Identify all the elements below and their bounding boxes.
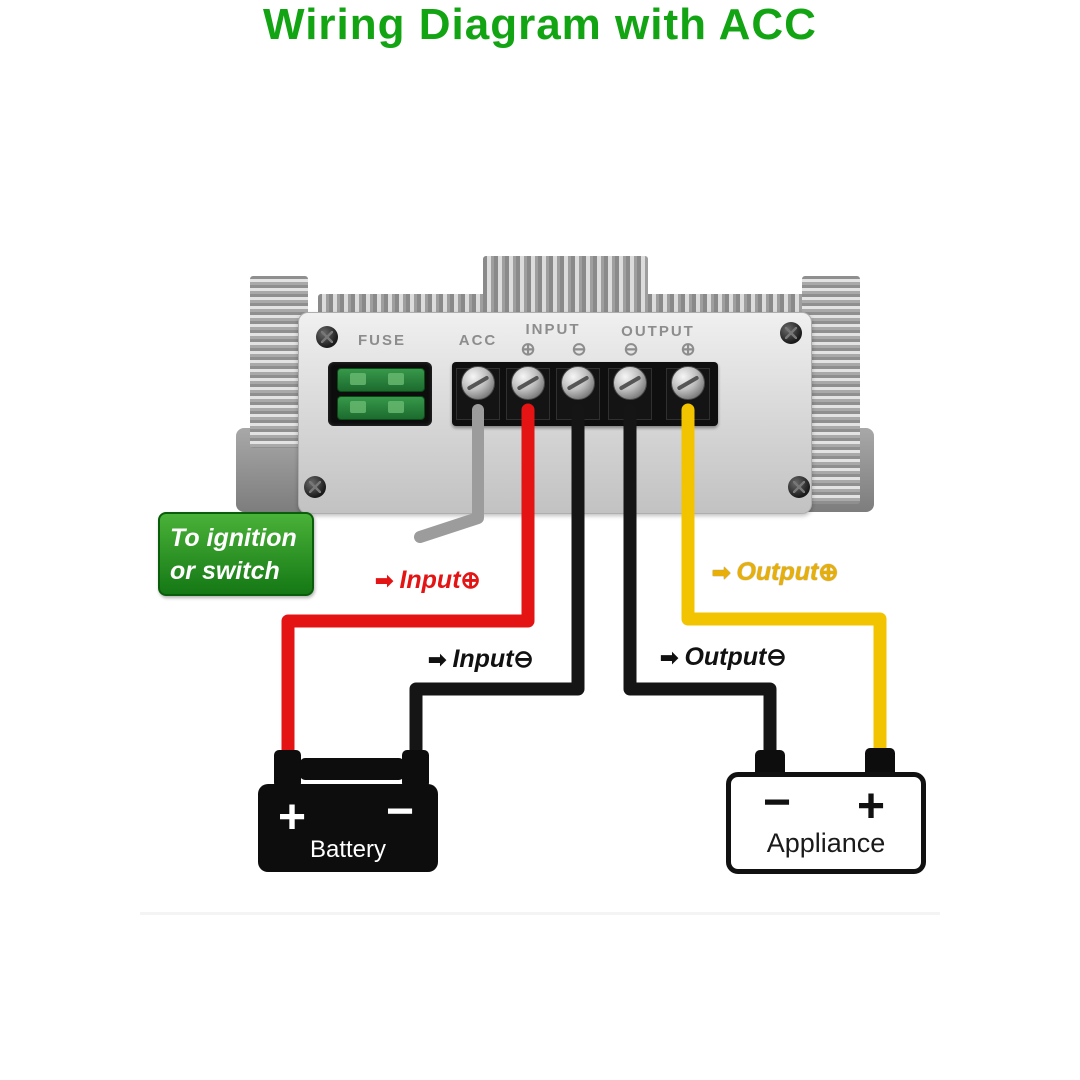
fuse-label: FUSE [357,332,406,349]
battery-label: Battery [309,836,387,863]
appliance-minus-sign: − [763,776,792,829]
battery-minus-post [402,750,429,788]
circled-minus-icon: ⊖ [766,644,787,671]
fuse-icon [337,396,425,420]
acc-wire [414,404,484,543]
fuse-icon [337,368,425,392]
right-arrow-icon: ➡ [375,568,394,593]
input-plus-wire [281,403,535,777]
battery-cap-bar [300,758,404,780]
surface-edge [140,912,940,915]
output-plus-symbol: ⊕ [680,339,696,359]
circled-plus-icon: ⊕ [818,559,839,586]
ignition-callout: To ignition or switch [158,512,314,596]
terminal-screw-icon [511,366,545,400]
input-minus-label: ➡Input⊖ [428,645,534,673]
terminal-screw-icon [461,366,495,400]
battery-plus-sign: + [278,791,307,844]
input-plus-label: ➡Input⊕ [375,566,481,594]
ignition-line1: To ignition [170,524,297,552]
right-arrow-icon: ➡ [660,645,679,670]
ignition-line2: or switch [170,557,280,585]
output-minus-wire [623,403,777,783]
panel-screw-icon [316,326,338,348]
diagram-title: Wiring Diagram with ACC [263,0,817,49]
circled-minus-icon: ⊖ [513,646,534,673]
panel-screw-icon [304,476,326,498]
output-plus-wire [681,403,887,779]
right-arrow-icon: ➡ [428,647,447,672]
battery-plus-post [274,750,301,788]
panel-screw-icon [780,322,802,344]
input-plus-symbol: ⊕ [520,339,536,359]
terminal-screw-icon [561,366,595,400]
acc-label: ACC [458,332,498,349]
output-minus-symbol: ⊖ [623,339,639,359]
battery-body: + − Battery [258,784,438,872]
panel-screw-icon [788,476,810,498]
output-minus-label: ➡Output⊖ [660,643,787,671]
battery-minus-sign: − [385,785,414,838]
terminal-screw-icon [671,366,705,400]
right-arrow-icon: ➡ [712,560,731,585]
output-label: OUTPUT [621,323,695,340]
appliance-plus-sign: + [856,780,885,833]
circled-plus-icon: ⊕ [460,567,481,594]
output-plus-label: ➡Output⊕ [712,558,839,586]
terminal-screw-icon [613,366,647,400]
appliance-body: − + Appliance [726,772,926,874]
input-label: INPUT [525,321,581,338]
input-minus-symbol: ⊖ [571,339,587,359]
appliance-label: Appliance [766,828,886,858]
fuse-holder [328,362,432,426]
input-minus-wire [409,403,585,777]
